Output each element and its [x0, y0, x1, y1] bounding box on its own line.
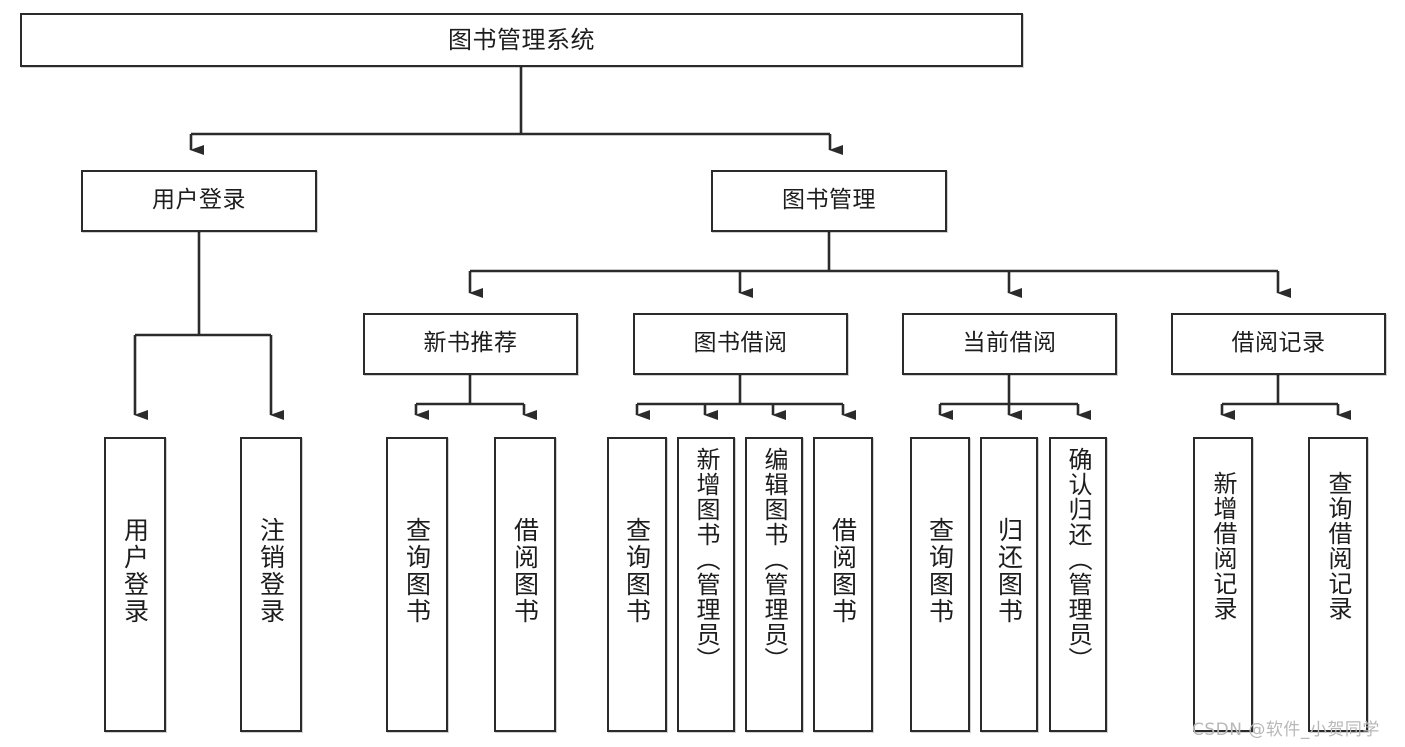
- node-leaf-add-record[interactable]: 新增借阅记录: [1193, 437, 1253, 732]
- node-label: 图书管理系统: [448, 25, 595, 54]
- node-book-borrow[interactable]: 图书借阅: [633, 313, 848, 375]
- node-leaf-borrow-book-1[interactable]: 借阅图书: [494, 437, 556, 732]
- node-label: 查询图书: [925, 517, 955, 625]
- node-leaf-query-book-1[interactable]: 查询图书: [386, 437, 448, 732]
- node-label: 当前借阅: [962, 330, 1057, 357]
- node-leaf-borrow-book-2[interactable]: 借阅图书: [813, 437, 873, 732]
- node-book-management-system[interactable]: 图书管理系统: [20, 13, 1023, 67]
- node-label: 借阅记录: [1231, 330, 1326, 357]
- node-borrow-record[interactable]: 借阅记录: [1171, 313, 1386, 375]
- csdn-watermark: CSDN @软件_小贺同学: [1192, 720, 1380, 740]
- node-leaf-query-book-2[interactable]: 查询图书: [607, 437, 667, 732]
- node-leaf-edit-book[interactable]: 编辑图书（管理员）: [745, 437, 803, 732]
- node-new-book-recommend[interactable]: 新书推荐: [363, 313, 578, 375]
- node-book-management[interactable]: 图书管理: [711, 170, 947, 232]
- node-leaf-query-book-3[interactable]: 查询图书: [910, 437, 970, 732]
- node-label: 新书推荐: [423, 330, 518, 357]
- node-label: 归还图书: [994, 517, 1024, 625]
- node-label: 确认归还（管理员）: [1064, 447, 1092, 672]
- node-leaf-logout-login[interactable]: 注销登录: [240, 437, 302, 732]
- node-user-login[interactable]: 用户登录: [81, 170, 317, 232]
- node-label: 图书管理: [782, 187, 876, 214]
- node-current-borrow[interactable]: 当前借阅: [902, 313, 1117, 375]
- node-label: 查询图书: [402, 517, 432, 625]
- node-leaf-return-book[interactable]: 归还图书: [980, 437, 1038, 732]
- node-label: 用户登录: [120, 517, 150, 625]
- node-leaf-user-login[interactable]: 用户登录: [104, 437, 166, 732]
- node-leaf-query-record[interactable]: 查询借阅记录: [1308, 437, 1368, 732]
- node-label: 注销登录: [256, 517, 286, 625]
- node-label: 图书借阅: [693, 330, 788, 357]
- node-label: 查询借阅记录: [1324, 471, 1352, 621]
- node-label: 新增图书（管理员）: [692, 447, 720, 672]
- node-label: 借阅图书: [510, 517, 540, 625]
- node-label: 查询图书: [622, 517, 652, 625]
- node-leaf-confirm-return[interactable]: 确认归还（管理员）: [1049, 437, 1107, 732]
- node-label: 借阅图书: [828, 517, 858, 625]
- node-label: 新增借阅记录: [1209, 471, 1237, 621]
- node-label: 编辑图书（管理员）: [760, 447, 788, 672]
- node-leaf-add-book[interactable]: 新增图书（管理员）: [677, 437, 735, 732]
- node-label: 用户登录: [152, 187, 246, 214]
